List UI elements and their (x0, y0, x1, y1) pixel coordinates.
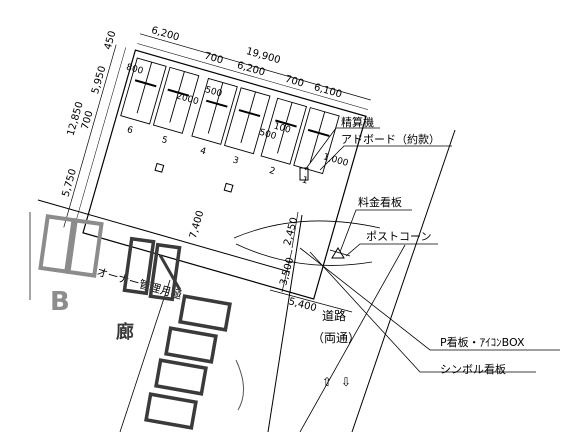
stall-divider (136, 62, 153, 114)
hand-box (164, 326, 218, 364)
road-edge-inner (299, 244, 406, 432)
top-dim-line (139, 33, 371, 101)
hand-box (144, 392, 198, 430)
left-dim-line (63, 44, 117, 228)
dim-2000: 2000 (175, 91, 200, 107)
down-arrow-icon: ⇩ (341, 375, 351, 389)
road-two-way-label: （両通） (312, 331, 360, 345)
road-area: 道路 （両通） ⇧ ⇩ (267, 129, 456, 432)
owner-area-edge (37, 199, 291, 273)
hand-box (154, 358, 208, 396)
leader-seisanki (304, 127, 380, 171)
b-mark: B (50, 287, 70, 317)
dim-line-5400 (269, 289, 353, 313)
hand-box (38, 214, 76, 274)
leader-postcone (345, 243, 438, 257)
stall-number: 3 (231, 155, 239, 166)
entrance-dimensions: 2,450 3,500 5,400 (269, 211, 353, 314)
leader-symbol (309, 251, 536, 373)
pkanban-label: P看板・ｱｲｺﾝBOX (440, 335, 525, 349)
dim-700-left: 700 (80, 110, 96, 131)
owner-label: オーナー管理月極 (95, 264, 183, 302)
entrance-curve-2 (235, 243, 373, 266)
leader-adboard (319, 145, 452, 171)
wheel-stop (167, 88, 190, 97)
flap-unit (154, 162, 165, 173)
postcone-marker (331, 247, 345, 259)
up-arrow-icon: ⇧ (322, 375, 332, 389)
leader-pkanban (299, 247, 560, 351)
dim-700-b: 700 (284, 74, 305, 90)
road-edge-left (267, 214, 303, 432)
stall-divider (277, 102, 293, 154)
stall-divider (240, 91, 256, 143)
stall-divider (169, 71, 185, 123)
hand-box (66, 218, 104, 278)
dim-6100: 6,100 (313, 82, 344, 100)
symbol-label: シンボル看板 (440, 362, 506, 376)
entrance-curve (233, 220, 381, 239)
parking-lot: 6 5 4 3 2 1 6,200 19,900 700 6,200 700 6… (61, 25, 371, 300)
dim-800: 800 (125, 63, 145, 77)
equipment (233, 167, 381, 266)
road-edge-right (351, 129, 456, 432)
wheel-stop (205, 99, 228, 108)
hand-box (178, 294, 232, 332)
wheel-stop (238, 109, 261, 118)
dim-line-2450 (291, 211, 299, 249)
stall-divider (207, 82, 224, 134)
dim-700-a: 700 (203, 51, 224, 67)
dim-450: 450 (103, 30, 119, 51)
owner-area-edge-3 (119, 279, 171, 432)
wheel-stop (134, 79, 157, 88)
stall-number: 6 (126, 125, 135, 136)
seisanki-marker (299, 167, 309, 181)
adboard-label: アドボード（約款） (341, 132, 440, 146)
dim-500-a: 500 (204, 85, 224, 99)
dim-6200-mid: 6,200 (236, 60, 267, 78)
hand-stroke (158, 254, 182, 291)
hand-box (122, 236, 156, 296)
hand-drawn-boxes (38, 214, 244, 430)
top-dim-line-2 (137, 43, 369, 110)
flap-unit (223, 182, 234, 193)
hand-box (148, 242, 182, 302)
parking-stalls (120, 57, 340, 175)
leader-lines (299, 127, 560, 373)
road-label: 道路 (322, 308, 346, 323)
stall-number: 1 (301, 175, 309, 186)
dim-100: 100 (272, 121, 292, 135)
leader-ryokin (339, 209, 412, 253)
ryokin-label: 料金看板 (358, 195, 402, 209)
wheel-stop (275, 119, 297, 128)
dim-500-b: 500 (258, 128, 278, 142)
wheel-stop (307, 128, 330, 137)
stall-number: 2 (268, 166, 276, 177)
stall-number: 4 (199, 146, 208, 157)
lot-boundary (82, 49, 367, 300)
hand-scribble (235, 359, 244, 411)
stall-divider (309, 111, 326, 163)
box-mark: 廊 (116, 321, 134, 343)
postcone-label: ポストコーン (366, 230, 431, 243)
seisanki-label: 精算機 (341, 115, 374, 129)
dim-7400: 7,400 (188, 209, 206, 240)
stall-number: 5 (160, 135, 168, 146)
left-dim-line-2 (73, 47, 127, 231)
